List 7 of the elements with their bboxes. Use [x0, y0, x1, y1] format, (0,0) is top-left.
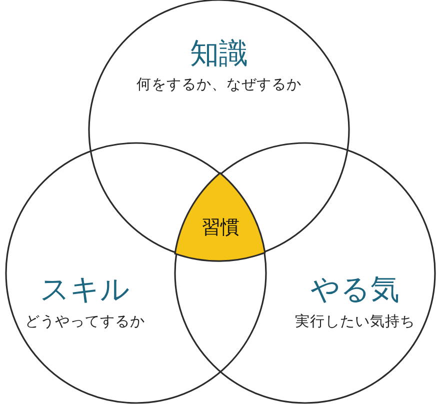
circle-description: どうやってするか [25, 315, 145, 331]
circle-heading: スキル [40, 274, 130, 306]
circle-description: 実行したい気持ち [295, 315, 415, 331]
circle-heading: 知識 [190, 38, 248, 70]
circle-heading: やる気 [310, 274, 400, 306]
circle-description: 何をするか、なぜするか [136, 78, 302, 94]
overlap-label: 習慣 [201, 217, 240, 238]
